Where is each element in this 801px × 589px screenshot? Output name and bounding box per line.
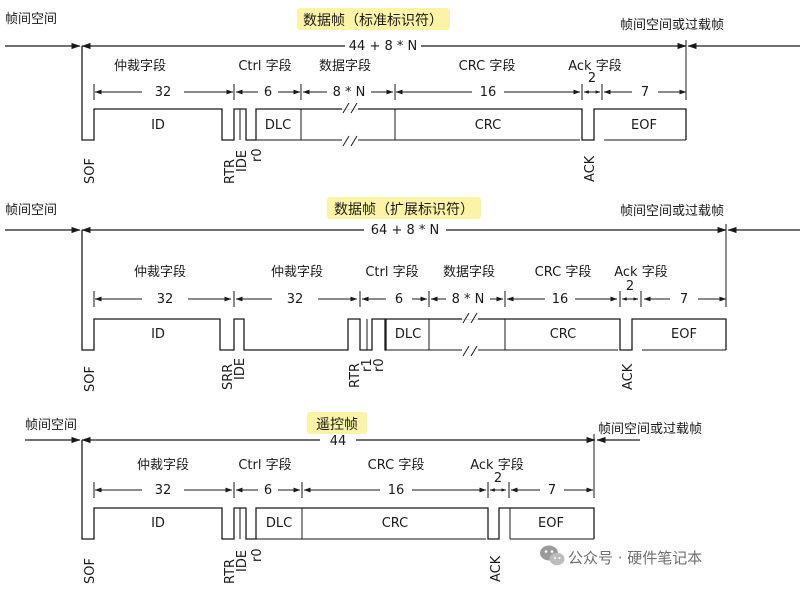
interframe-left-label: 帧间空间 bbox=[5, 12, 57, 27]
dimension-arbitration-ext: 32 bbox=[287, 292, 304, 307]
dimension-arbitration: 32 bbox=[157, 292, 174, 307]
group-label-arbitration: 仲裁字段 bbox=[134, 264, 186, 280]
field-dlc: DLC bbox=[395, 327, 421, 342]
bit-ack: ACK bbox=[489, 555, 504, 582]
bit-ide: IDE bbox=[233, 358, 248, 380]
bit-ack: ACK bbox=[621, 363, 636, 390]
bit-srr: SRR bbox=[221, 364, 236, 390]
total-length: 64 + 8 * N bbox=[371, 223, 439, 238]
dimension-data: 8 * N bbox=[333, 85, 366, 100]
group-label-arbitration: 仲裁字段 bbox=[114, 58, 166, 74]
frame-title-highlight bbox=[327, 197, 481, 219]
field-eof: EOF bbox=[671, 327, 697, 342]
dimension-arbitration: 32 bbox=[155, 85, 172, 100]
bit-r1: r1 bbox=[360, 358, 375, 372]
dimension-arbitration: 32 bbox=[155, 483, 172, 498]
interframe-right-label: 帧间空间或过载帧 bbox=[598, 422, 702, 437]
dimension-crc: 16 bbox=[480, 85, 497, 100]
group-label-ack: Ack 字段 bbox=[614, 265, 667, 280]
bit-sof: SOF bbox=[83, 366, 98, 392]
group-label-arbitration-ext: 仲裁字段 bbox=[271, 264, 323, 280]
dimension-control: 6 bbox=[395, 292, 403, 307]
field-eof: EOF bbox=[538, 516, 564, 531]
bit-r0: r0 bbox=[250, 148, 265, 162]
bit-sof: SOF bbox=[83, 158, 98, 184]
group-label-control: Ctrl 字段 bbox=[238, 458, 291, 473]
interframe-right-label: 帧间空间或过载帧 bbox=[620, 18, 724, 33]
watermark-text: 公众号 · 硬件笔记本 bbox=[568, 549, 702, 567]
bit-ide: IDE bbox=[235, 150, 250, 172]
dimension-ack: 2 bbox=[588, 71, 596, 86]
bit-rtr: RTR bbox=[223, 159, 238, 184]
field-crc: CRC bbox=[475, 118, 502, 133]
group-label-crc: CRC 字段 bbox=[368, 458, 425, 473]
field-eof: EOF bbox=[631, 118, 657, 133]
group-label-data: 数据字段 bbox=[319, 59, 371, 74]
bit-r0: r0 bbox=[250, 548, 265, 562]
frame-title: 数据帧（标准标识符） bbox=[303, 13, 443, 29]
group-label-ack: Ack 字段 bbox=[568, 59, 621, 74]
interframe-left-label: 帧间空间 bbox=[5, 203, 57, 218]
bit-ack: ACK bbox=[583, 155, 598, 182]
field-dlc: DLC bbox=[265, 118, 291, 133]
frame-title: 数据帧（扩展标识符） bbox=[334, 202, 474, 218]
bit-rtr: RTR bbox=[223, 559, 238, 584]
field-crc: CRC bbox=[382, 516, 409, 531]
group-label-arbitration: 仲裁字段 bbox=[137, 457, 189, 473]
field-crc: CRC bbox=[550, 327, 577, 342]
field-id: ID bbox=[151, 516, 165, 531]
total-length: 44 bbox=[330, 434, 347, 449]
group-label-control: Ctrl 字段 bbox=[365, 265, 418, 280]
dimension-eof: 7 bbox=[680, 292, 688, 307]
frame-title: 遥控帧 bbox=[316, 417, 358, 433]
dimension-ack: 2 bbox=[626, 279, 634, 294]
total-length: 44 + 8 * N bbox=[349, 39, 417, 54]
dimension-crc: 16 bbox=[552, 292, 569, 307]
watermark: 公众号 · 硬件笔记本 bbox=[540, 545, 702, 567]
bit-sof: SOF bbox=[83, 558, 98, 584]
dimension-eof: 7 bbox=[641, 85, 649, 100]
frame-remote: 遥控帧 帧间空间 帧间空间或过载帧 44 仲裁字段 Ctrl 字段 CRC 字段… bbox=[25, 412, 702, 584]
frame-standard-data: 数据帧（标准标识符） 帧间空间 帧间空间或过载帧 44 + 8 * N 仲裁字段… bbox=[5, 8, 800, 184]
dimension-ack: 2 bbox=[494, 471, 502, 486]
frame-title-highlight bbox=[307, 412, 367, 434]
group-label-ack: Ack 字段 bbox=[470, 458, 523, 473]
dimension-control: 6 bbox=[264, 85, 272, 100]
group-label-crc: CRC 字段 bbox=[535, 265, 592, 280]
frame-extended-data: 数据帧（扩展标识符） 帧间空间 帧间空间或过载帧 64 + 8 * N 仲裁字段… bbox=[5, 197, 800, 392]
bit-ide: IDE bbox=[235, 550, 250, 572]
wechat-icon bbox=[540, 545, 565, 566]
dimension-control: 6 bbox=[264, 483, 272, 498]
interframe-right-label: 帧间空间或过载帧 bbox=[620, 204, 724, 219]
field-id: ID bbox=[151, 118, 165, 133]
group-label-control: Ctrl 字段 bbox=[238, 59, 291, 74]
field-dlc: DLC bbox=[266, 516, 292, 531]
bit-rtr: RTR bbox=[348, 363, 363, 388]
group-label-crc: CRC 字段 bbox=[459, 59, 516, 74]
group-label-data: 数据字段 bbox=[443, 265, 495, 280]
bit-r0: r0 bbox=[372, 358, 387, 372]
dimension-data: 8 * N bbox=[452, 292, 485, 307]
interframe-left-label: 帧间空间 bbox=[25, 418, 77, 433]
dimension-crc: 16 bbox=[388, 483, 405, 498]
field-id: ID bbox=[151, 327, 165, 342]
dimension-eof: 7 bbox=[548, 483, 556, 498]
frame-title-highlight bbox=[297, 8, 450, 30]
